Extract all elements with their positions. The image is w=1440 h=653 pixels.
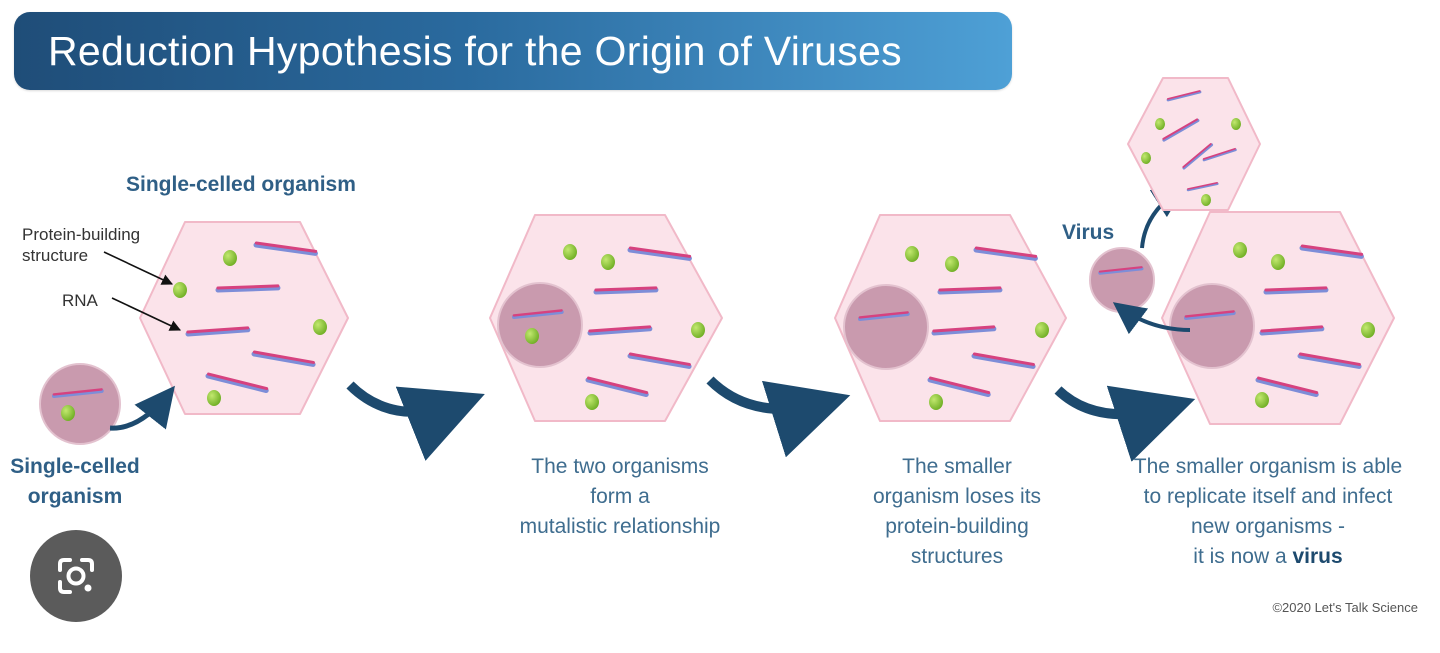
caption-step-3: The smaller organism loses its protein-b… <box>872 455 1042 568</box>
process-arrow-3 <box>1054 385 1196 462</box>
caption-step-4: The smaller organism is able to replicat… <box>1100 452 1436 572</box>
entry-arrow <box>109 385 175 431</box>
label-single-celled-top: Single-celled organism <box>126 173 356 196</box>
host-cell-4 <box>1161 211 1395 425</box>
rna-pointer <box>111 297 182 331</box>
host-cell-2 <box>489 214 723 422</box>
host-cell-1 <box>139 221 349 415</box>
process-arrow-2 <box>706 376 851 458</box>
label-rna: RNA <box>62 291 98 310</box>
lens-search-button[interactable] <box>30 530 122 622</box>
small-organism-1 <box>39 363 121 445</box>
process-arrow-1 <box>346 381 485 461</box>
caption-step-4-text: The smaller organism is able to replicat… <box>1133 455 1403 568</box>
virus-exit-arrow <box>1112 302 1191 335</box>
label-single-celled-bottom: Single-celled organism <box>10 455 140 508</box>
virus-particle <box>1089 247 1155 313</box>
label-virus: Virus <box>1062 221 1115 244</box>
new-infected-cell <box>1127 77 1261 211</box>
protein-pointer <box>103 251 174 285</box>
caption-step-4-bold: virus <box>1292 545 1343 568</box>
page-title: Reduction Hypothesis for the Origin of V… <box>48 27 902 74</box>
label-protein-building: Protein-building structure <box>22 225 141 265</box>
copyright-notice: ©2020 Let's Talk Science <box>1272 600 1418 615</box>
host-cell-3 <box>834 214 1067 422</box>
google-lens-icon <box>58 558 94 594</box>
title-banner: Reduction Hypothesis for the Origin of V… <box>14 12 1012 90</box>
caption-step-2: The two organisms form a mutalistic rela… <box>519 455 721 538</box>
